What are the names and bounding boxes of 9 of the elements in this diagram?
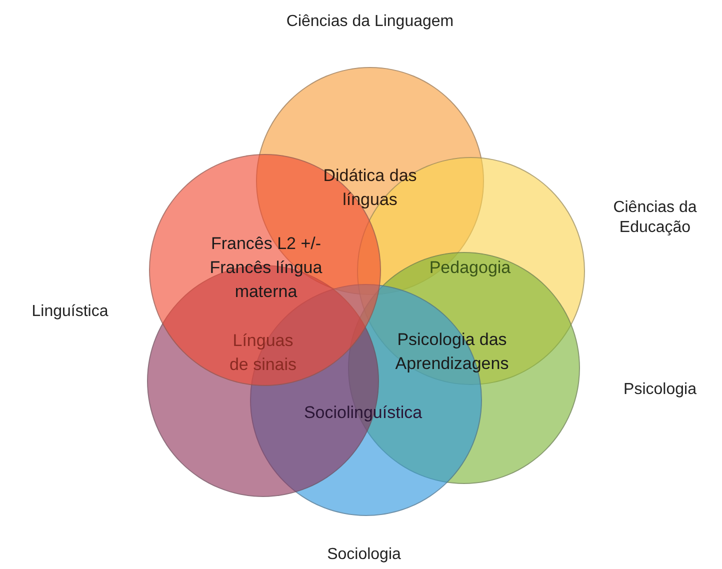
- overlap-label: Pedagogia: [428, 257, 512, 279]
- overlap-label: Didática das línguas: [322, 165, 418, 211]
- set-label: Linguística: [30, 302, 110, 322]
- set-label: Sociologia: [326, 545, 402, 565]
- overlap-label: Francês L2 +/- Francês língua materna: [208, 233, 324, 303]
- set-label: Ciências da Linguagem: [285, 12, 455, 32]
- set-label: Psicologia: [622, 380, 698, 400]
- overlap-label: Línguas de sinais: [228, 330, 298, 376]
- set-label: Ciências da Educação: [612, 198, 698, 238]
